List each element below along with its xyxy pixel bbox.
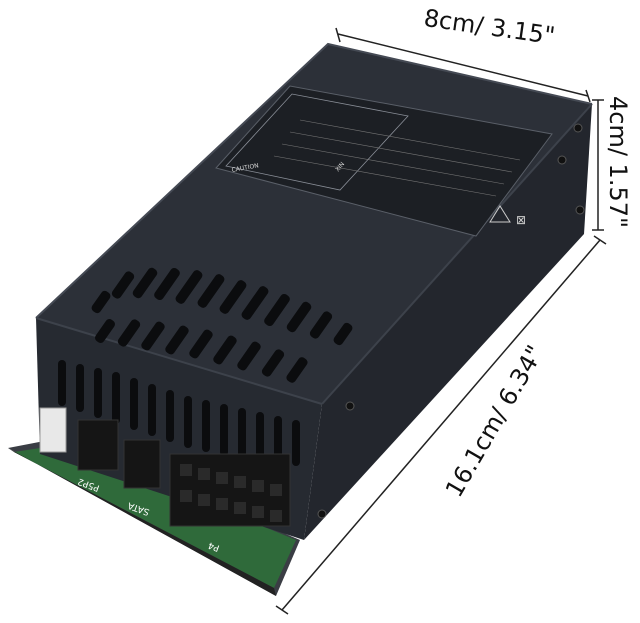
pcb-tray (8, 438, 300, 596)
screws (317, 123, 585, 519)
width-dimension-line (281, 239, 601, 611)
dimension-lines (275, 27, 607, 615)
connector-p1 (39, 407, 67, 453)
warning-triangle-icon (489, 205, 511, 223)
top-vents (91, 267, 353, 383)
length-dimension-line (337, 33, 589, 97)
recycle-bin-icon: ⊠ (516, 213, 526, 227)
connector-label-p1: P1 (23, 467, 37, 480)
connectors: P1 P5P2 SATA P4 (23, 407, 291, 553)
connector-sata (123, 439, 161, 489)
connector-p5p2 (77, 419, 119, 471)
screw-icon (317, 509, 327, 519)
front-vents (58, 360, 300, 468)
screw-icon (575, 205, 585, 215)
spec-label-plate: CAUTION XIN ⊠ (215, 85, 553, 237)
caution-text: CAUTION (231, 162, 259, 174)
screw-icon (345, 401, 355, 411)
screw-icon (573, 123, 583, 133)
connector-label-p4: P4 (207, 539, 221, 552)
height-dimension-label: 4cm/ 1.57" (604, 96, 632, 229)
width-tick-top (593, 235, 607, 245)
length-tick-left (335, 27, 341, 43)
screw-icon (557, 155, 567, 165)
case-side-face (304, 104, 592, 540)
width-tick-bottom (275, 605, 289, 615)
length-tick-right (585, 89, 591, 103)
